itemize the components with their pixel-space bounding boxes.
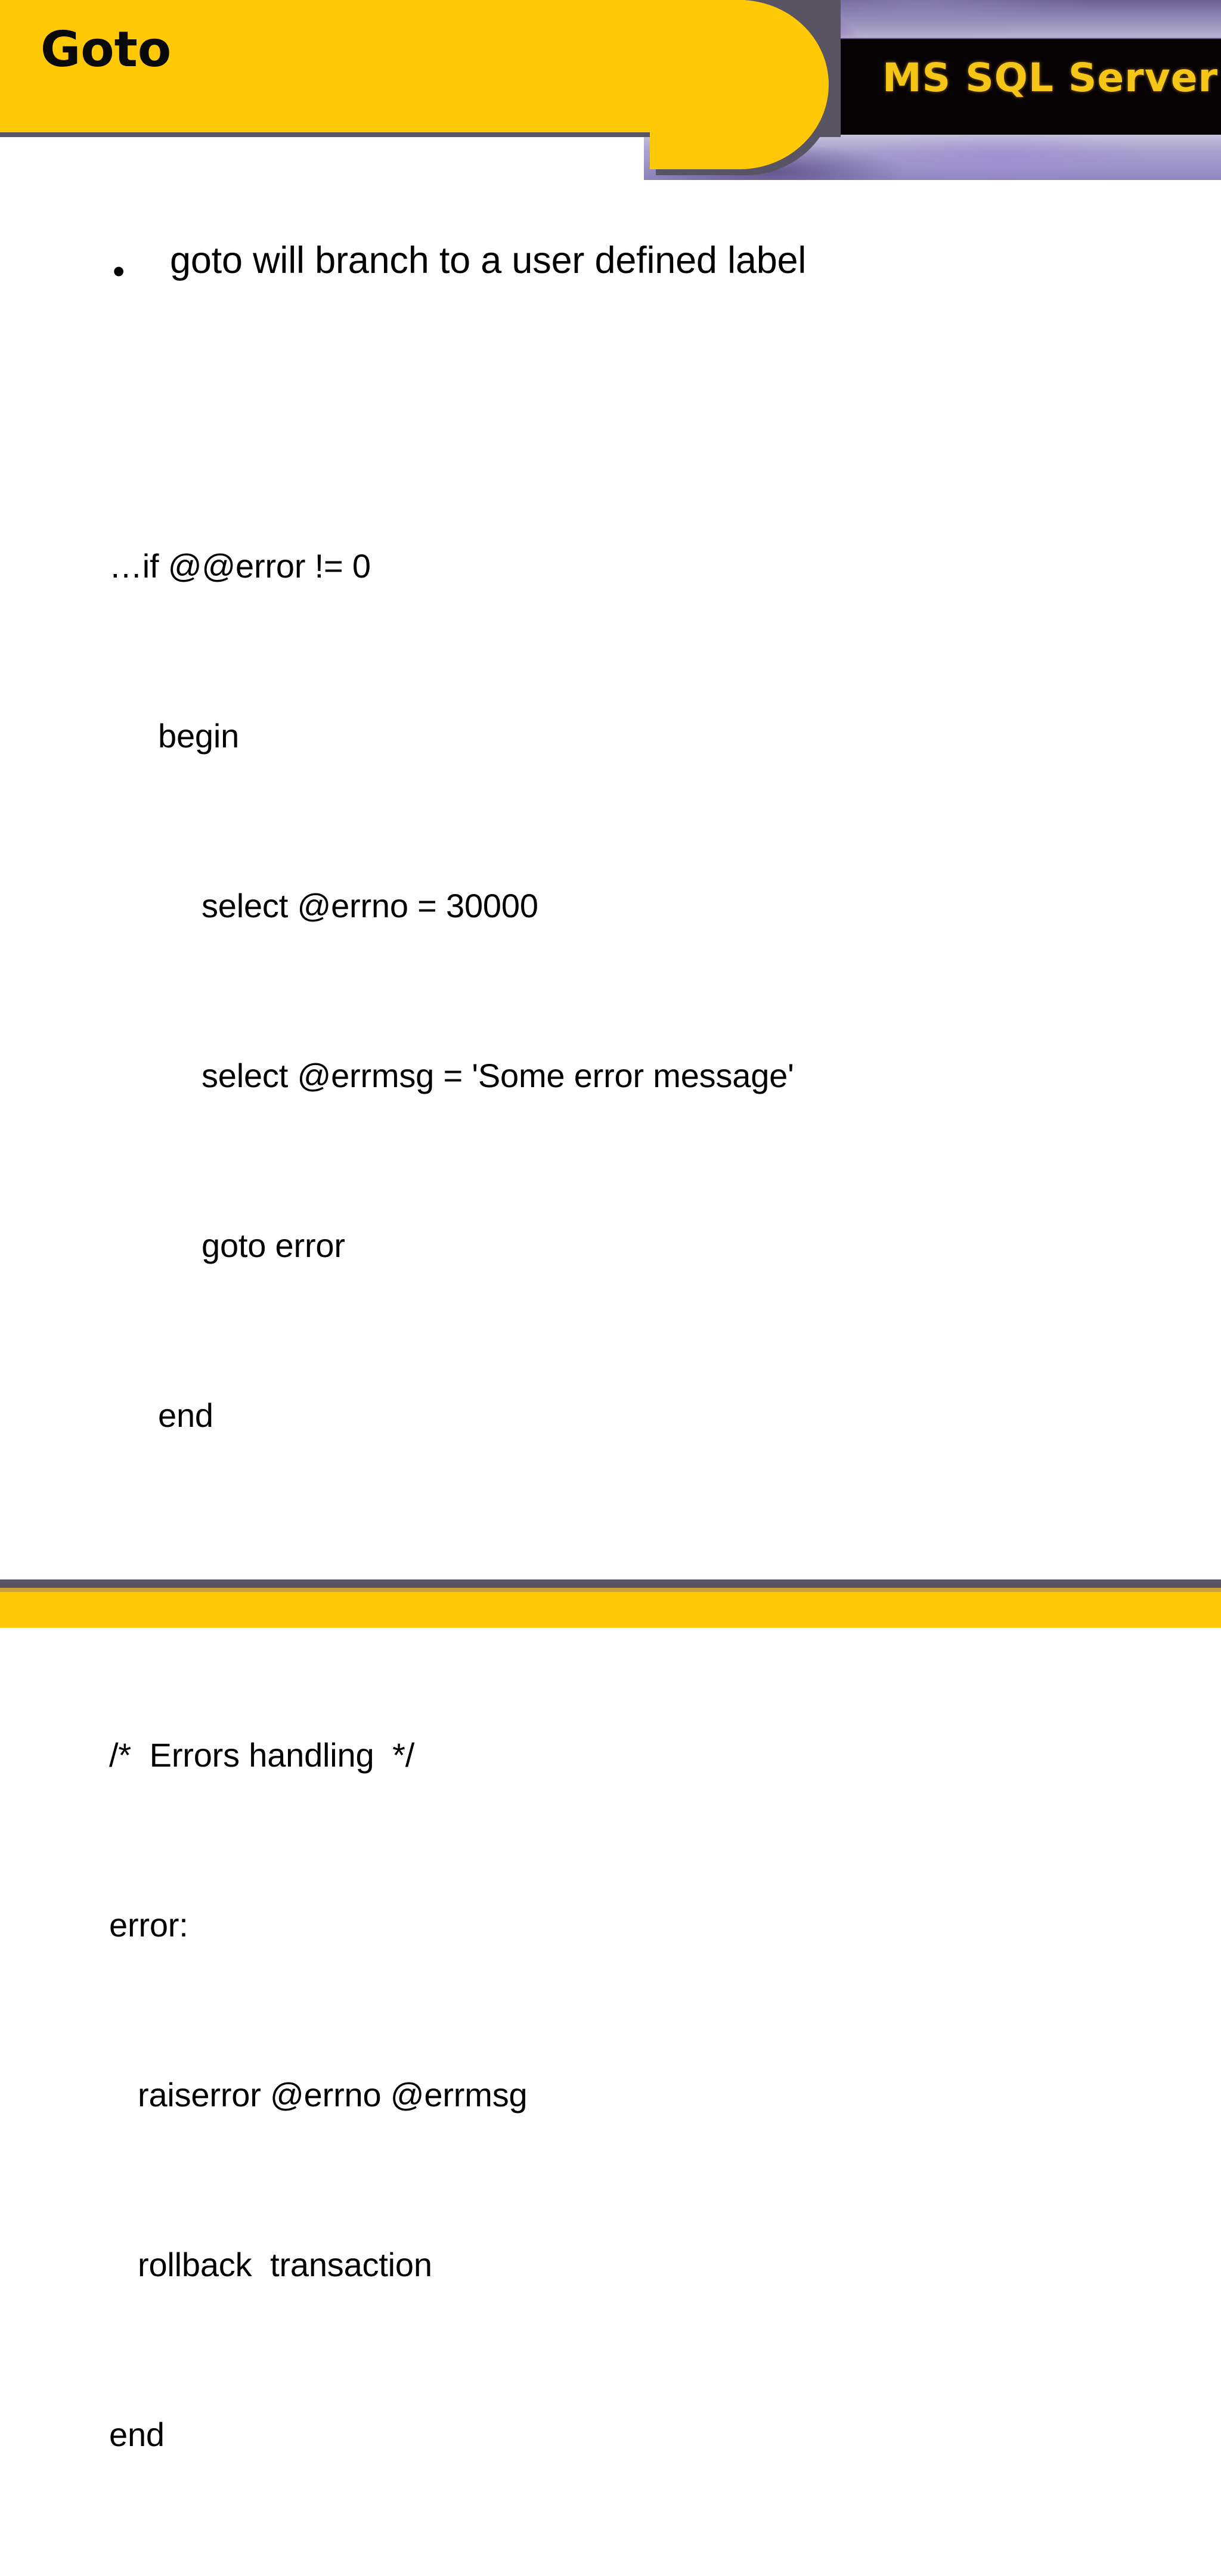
code-line: goto error xyxy=(202,1227,345,1264)
page-title: Goto xyxy=(41,21,172,78)
footer-amber-bar xyxy=(0,1592,1221,1628)
slide-content: • goto will branch to a user defined lab… xyxy=(0,180,1221,2453)
bullet-list: • goto will branch to a user defined lab… xyxy=(109,241,980,302)
code-line: end xyxy=(158,1396,213,1434)
slide-footer xyxy=(0,1579,1221,1628)
code-line: …if @@error != 0 xyxy=(109,547,371,585)
code-line: error: xyxy=(109,1906,188,1944)
code-line: raiserror @errno @errmsg xyxy=(138,2076,528,2113)
footer-accent-line xyxy=(0,1588,1221,1592)
list-item: • goto will branch to a user defined lab… xyxy=(109,241,980,302)
code-line: /* Errors handling */ xyxy=(109,1736,415,1774)
code-line: select @errno = 30000 xyxy=(202,887,538,924)
bullet-marker-icon: • xyxy=(113,252,125,291)
title-plate: Goto xyxy=(0,0,745,132)
code-line: rollback transaction xyxy=(138,2246,432,2283)
slide-header: MS SQL Server Goto xyxy=(0,0,1221,180)
code-line: end xyxy=(109,2416,165,2453)
code-line: select @errmsg = 'Some error message' xyxy=(202,1057,794,1094)
footer-divider-line xyxy=(0,1579,1221,1588)
bullet-text: goto will branch to a user defined label xyxy=(170,240,807,281)
code-line: begin xyxy=(158,717,240,755)
code-sample: …if @@error != 0 begin select @errno = 3… xyxy=(109,424,1123,2576)
slide: MS SQL Server Goto • goto will branch to… xyxy=(0,0,1221,2453)
brand-wordmark: MS SQL Server xyxy=(882,55,1219,101)
